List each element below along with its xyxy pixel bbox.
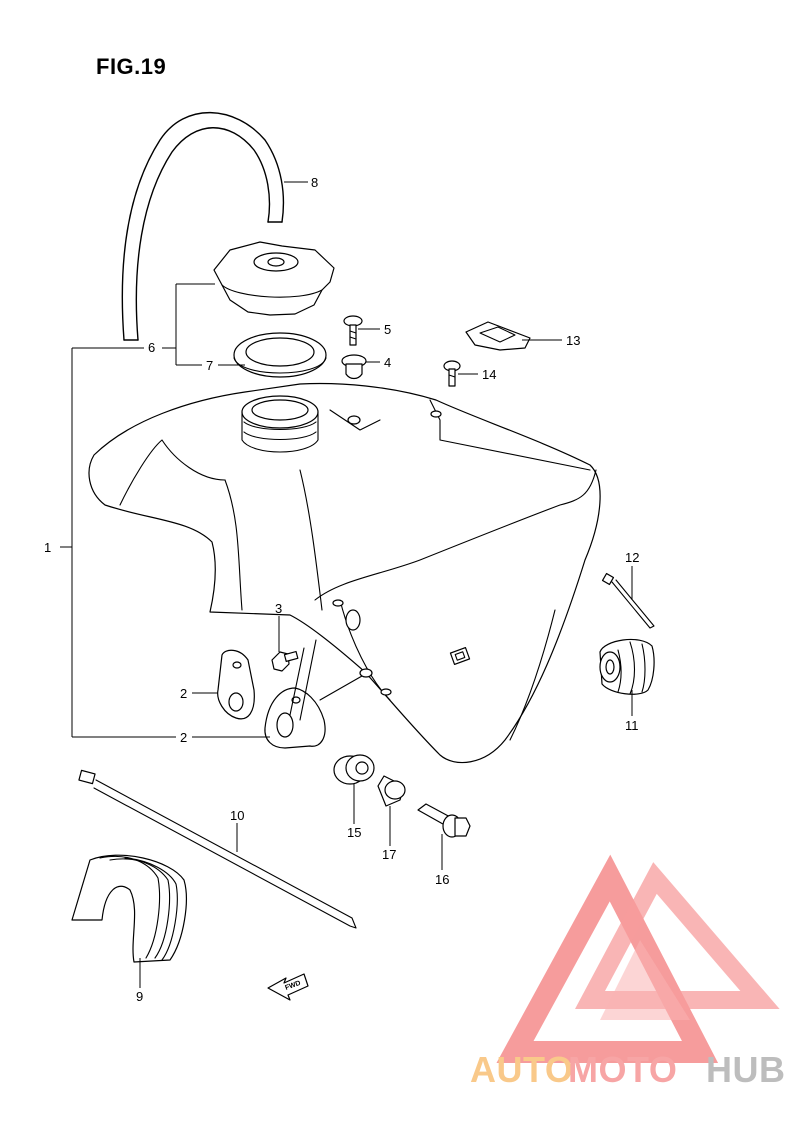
- cover-9: [71, 854, 187, 963]
- watermark-logo: [496, 854, 780, 1063]
- callout-2-lower: 2: [180, 730, 187, 745]
- callout-3: 3: [275, 601, 282, 616]
- callout-2-upper: 2: [180, 686, 187, 701]
- watermark-text: AUTO MOTO HUB: [470, 1049, 786, 1090]
- callout-13: 13: [566, 333, 580, 348]
- watermark-word-auto: AUTO: [470, 1049, 573, 1090]
- bracket-2-lower: [264, 639, 363, 749]
- callout-15: 15: [347, 825, 361, 840]
- cap-gasket: [233, 332, 327, 378]
- figure-title: FIG.19: [96, 54, 167, 79]
- cable-tie-12: [601, 572, 655, 629]
- bolt-3: [271, 650, 299, 672]
- callout-labels: 1 2 2 3 4 5 6 7 8 9 10 11 12 13 14 15 16…: [44, 175, 639, 1004]
- callout-10: 10: [230, 808, 244, 823]
- callout-1: 1: [44, 540, 51, 555]
- bracket-2-upper: [217, 649, 255, 720]
- watermark-word-hub: HUB: [706, 1049, 786, 1090]
- bracket-13: [465, 321, 531, 351]
- callout-8: 8: [311, 175, 318, 190]
- callout-6: 6: [148, 340, 155, 355]
- collar-17: [377, 775, 406, 807]
- leader-lines: [60, 181, 633, 988]
- callout-4: 4: [384, 355, 391, 370]
- fuel-tank: [88, 382, 601, 764]
- grommet-15: [333, 754, 375, 785]
- watermark-word-moto: MOTO: [568, 1049, 677, 1090]
- vent-hose: [121, 111, 285, 341]
- callout-17: 17: [382, 847, 396, 862]
- callout-7: 7: [206, 358, 213, 373]
- bolt-16: [417, 803, 471, 838]
- callout-14: 14: [482, 367, 496, 382]
- callout-9: 9: [136, 989, 143, 1004]
- cable-tie-10: [78, 769, 357, 929]
- damper-11: [599, 638, 655, 695]
- callout-12: 12: [625, 550, 639, 565]
- fuel-cap: [213, 241, 335, 316]
- callout-5: 5: [384, 322, 391, 337]
- callout-11: 11: [625, 718, 639, 733]
- screw-14: [443, 360, 461, 387]
- screw-5: [343, 315, 363, 346]
- grommet-4: [341, 354, 367, 380]
- fwd-arrow: FWD: [267, 973, 309, 1001]
- callout-16: 16: [435, 872, 449, 887]
